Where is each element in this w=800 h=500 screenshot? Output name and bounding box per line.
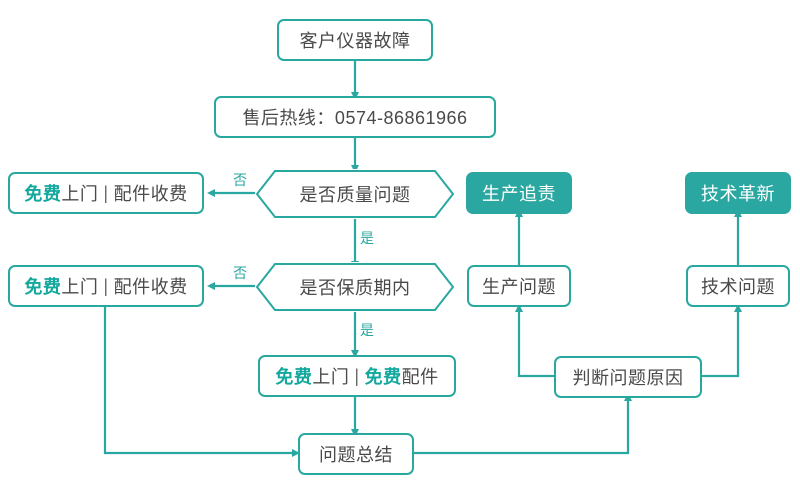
text-onsite: 上门	[312, 367, 350, 387]
node-result-free-visit-paid-parts-2[interactable]: 免费 上门 | 配件收费	[8, 265, 204, 307]
node-hotline-label: 售后热线：0574-86861966	[242, 108, 468, 128]
edge-result2-to-summary	[103, 306, 300, 457]
node-start-label: 客户仪器故障	[299, 31, 411, 51]
node-technical-issue[interactable]: 技术问题	[686, 265, 790, 307]
node-start[interactable]: 客户仪器故障	[277, 19, 433, 61]
node-production-accountability[interactable]: 生产追责	[466, 172, 572, 214]
edge-diagnose-to-production	[515, 304, 556, 378]
hexagon-shape	[255, 263, 455, 311]
text-parts-charged: 配件收费	[113, 277, 188, 297]
edge-label-quality-yes: 是	[360, 230, 374, 246]
node-technical-innovation[interactable]: 技术革新	[685, 172, 791, 214]
node-result-free-visit-paid-parts-1[interactable]: 免费 上门 | 配件收费	[8, 172, 204, 214]
text-onsite: 上门	[61, 184, 99, 204]
node-result-all-free[interactable]: 免费 上门 | 免费 配件	[258, 355, 456, 397]
node-summary-label: 问题总结	[319, 445, 393, 465]
emphasis-free: 免费	[24, 184, 62, 204]
edge-label-warranty-yes: 是	[360, 322, 374, 338]
text-parts-charged: 配件收费	[113, 184, 188, 204]
node-diagnose-label: 判断问题原因	[572, 368, 684, 388]
node-warranty-decision[interactable]: 是否保质期内	[255, 262, 455, 312]
node-warranty-decision-label: 是否保质期内	[299, 278, 411, 298]
node-technical-issue-label: 技术问题	[701, 277, 775, 297]
edge-label-quality-no: 否	[233, 172, 247, 188]
emphasis-free-parts: 免费	[364, 367, 402, 387]
edge-label-warranty-no: 否	[233, 265, 247, 281]
node-diagnose[interactable]: 判断问题原因	[554, 356, 702, 398]
emphasis-free: 免费	[24, 277, 62, 297]
edge-summary-to-diagnose	[413, 393, 632, 455]
node-summary[interactable]: 问题总结	[298, 433, 414, 475]
node-technical-innovation-label: 技术革新	[701, 184, 775, 204]
node-production-issue-label: 生产问题	[482, 277, 556, 297]
text-separator: |	[354, 365, 360, 386]
node-production-accountability-label: 生产追责	[482, 184, 556, 204]
node-quality-decision-label: 是否质量问题	[299, 185, 411, 205]
text-onsite: 上门	[61, 277, 99, 297]
edge-diagnose-to-technical	[700, 304, 742, 378]
node-quality-decision[interactable]: 是否质量问题	[255, 169, 455, 219]
emphasis-free-visit: 免费	[275, 367, 313, 387]
node-production-issue[interactable]: 生产问题	[467, 265, 571, 307]
text-separator: |	[103, 275, 109, 296]
node-hotline[interactable]: 售后热线：0574-86861966	[214, 96, 496, 138]
text-parts: 配件	[401, 367, 439, 387]
text-separator: |	[103, 182, 109, 203]
hexagon-shape	[255, 170, 455, 218]
